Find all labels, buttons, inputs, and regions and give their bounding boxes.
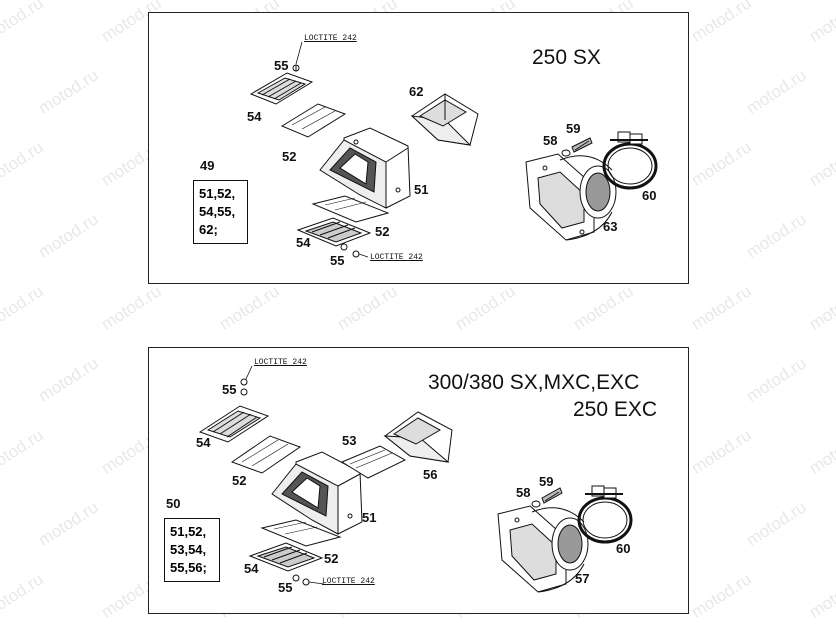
screw-part-55-bottom-b: [293, 575, 324, 585]
clamp-part-60: [604, 132, 656, 188]
kit-contents-box-50: 51,52, 53,54, 55,56;: [164, 518, 220, 582]
kit-contents-line: 62;: [199, 222, 218, 237]
part-number-52-top-b: 52: [375, 224, 390, 239]
model-title-bottom-line1: 300/380 SX,MXC,EXC: [428, 371, 640, 394]
kit-number-50: 50: [166, 496, 181, 511]
spacer-part-53: [342, 446, 405, 478]
kit-contents-line: 53,54,: [170, 542, 207, 557]
bolt-part-59-b: [542, 488, 562, 503]
part-number-52-top: 52: [282, 149, 297, 164]
washer-part-58: [562, 150, 570, 156]
part-number-54-bottom: 54: [196, 435, 211, 450]
part-number-54-bottom-b: 54: [244, 561, 259, 576]
reed-petal-part-52-top-b: [232, 436, 300, 473]
screw-part-55-bottom: [341, 244, 368, 257]
kit-contents-box-49: 51,52, 54,55, 62;: [193, 180, 248, 244]
reed-stop-part-54-top-b: [200, 406, 268, 442]
bolt-part-59: [572, 138, 592, 152]
model-title-bottom-line2: 250 EXC: [573, 398, 658, 421]
screw-part-55-top: [293, 42, 302, 71]
kit-contents-line: 51,52,: [170, 524, 207, 539]
kit-contents-line: 55,56;: [170, 560, 207, 575]
clamp-part-60-b: [579, 486, 631, 542]
part-number-55-bottom: 55: [222, 382, 237, 397]
cover-part-56: [385, 412, 452, 462]
part-number-58-bottom: 58: [516, 485, 531, 500]
washer-part-58-b: [532, 501, 540, 507]
part-number-55-top-b: 55: [330, 253, 345, 268]
reed-petal-part-52-bottom: [313, 196, 388, 222]
reed-stop-part-54-top: [251, 73, 312, 104]
part-number-56: 56: [423, 467, 438, 482]
part-number-58-top: 58: [543, 133, 558, 148]
part-number-57: 57: [575, 571, 590, 586]
kit-contents-line: 54,55,: [199, 204, 236, 219]
reed-petal-part-52-top: [282, 104, 345, 137]
model-title-top: 250 SX: [532, 46, 601, 69]
part-number-53: 53: [342, 433, 357, 448]
part-number-63: 63: [603, 219, 618, 234]
part-number-60-top: 60: [642, 188, 657, 203]
loctite-label-top-1: LOCTITE 242: [304, 34, 357, 43]
part-number-60-bottom: 60: [616, 541, 631, 556]
part-number-51-bottom: 51: [362, 510, 377, 525]
part-number-55-top: 55: [274, 58, 289, 73]
reed-stop-part-54-bottom: [298, 218, 370, 246]
reed-block-part-51-top: [320, 128, 410, 208]
part-number-55-bottom-b: 55: [278, 580, 293, 595]
reed-block-part-51-bottom: [272, 452, 362, 534]
screw-part-55-top-b: [241, 366, 252, 395]
part-number-59-bottom: 59: [539, 474, 554, 489]
cover-part-62: [412, 94, 478, 145]
reed-petal-part-52-bottom-b: [262, 520, 340, 546]
reed-stop-part-54-bottom-b: [250, 543, 322, 571]
part-number-54-top-b: 54: [296, 235, 311, 250]
part-number-52-bottom: 52: [232, 473, 247, 488]
loctite-label-bottom-2: LOCTITE 242: [322, 577, 375, 586]
part-number-54-top: 54: [247, 109, 262, 124]
intake-manifold-part-57: [498, 506, 588, 592]
part-number-62: 62: [409, 84, 424, 99]
part-number-52-bottom-b: 52: [324, 551, 339, 566]
kit-number-49: 49: [200, 158, 215, 173]
loctite-label-top-2: LOCTITE 242: [370, 253, 423, 262]
part-number-59-top: 59: [566, 121, 581, 136]
loctite-label-bottom-1: LOCTITE 242: [254, 358, 307, 367]
part-number-51-top: 51: [414, 182, 429, 197]
diagram-panel-300-380-250exc: [148, 347, 689, 614]
kit-contents-line: 51,52,: [199, 186, 236, 201]
